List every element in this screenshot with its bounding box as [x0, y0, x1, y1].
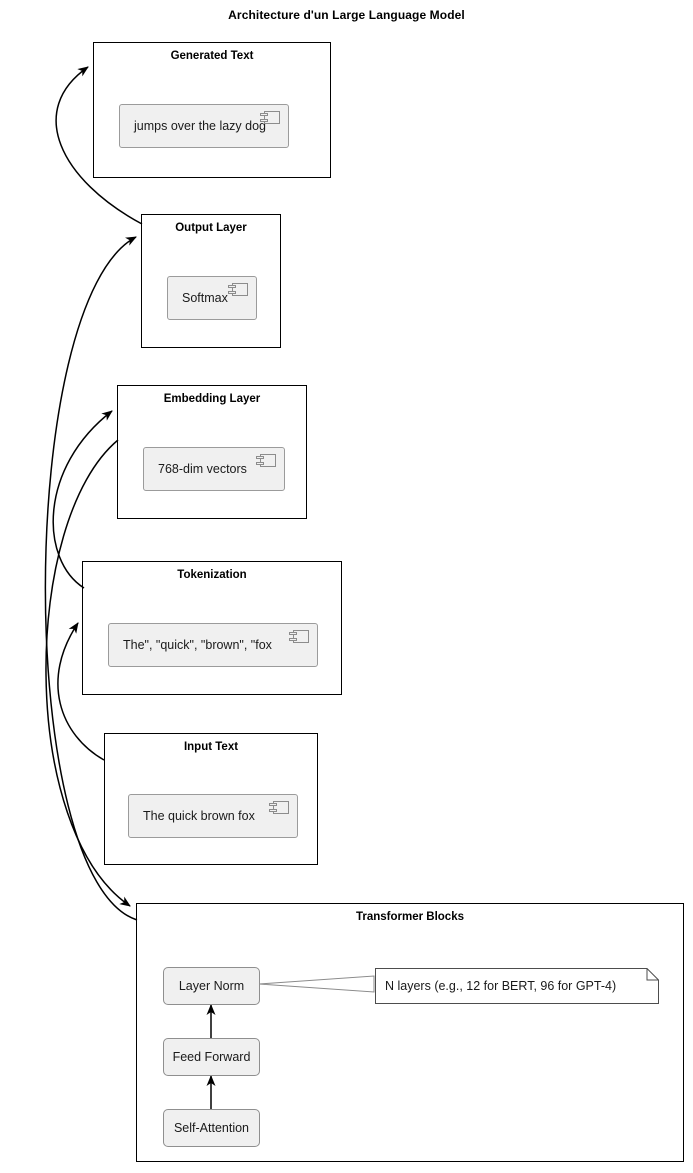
component-tokens[interactable]: The", "quick", "brown", "fox: [108, 623, 318, 667]
component-label: The quick brown fox: [143, 809, 255, 823]
component-softmax[interactable]: Softmax: [167, 276, 257, 320]
note-label: N layers (e.g., 12 for BERT, 96 for GPT-…: [385, 979, 617, 993]
package-tokenization[interactable]: Tokenization The", "quick", "brown", "fo…: [82, 561, 342, 695]
component-label: Softmax: [182, 291, 228, 305]
component-generated-text[interactable]: jumps over the lazy dog: [119, 104, 289, 148]
package-title: Embedding Layer: [163, 393, 261, 405]
uml-component-icon: [260, 111, 280, 124]
package-embedding-layer[interactable]: Embedding Layer 768-dim vectors: [117, 385, 307, 519]
uml-component-icon: [228, 283, 248, 296]
node-layer-norm[interactable]: Layer Norm: [163, 967, 260, 1005]
package-title: Input Text: [183, 741, 239, 753]
package-transformer-blocks[interactable]: Transformer Blocks Layer Norm Feed Forwa…: [136, 903, 684, 1162]
package-output-layer[interactable]: Output Layer Softmax: [141, 214, 281, 348]
node-self-attention[interactable]: Self-Attention: [163, 1109, 260, 1147]
uml-component-icon: [269, 801, 289, 814]
package-title: Generated Text: [170, 50, 254, 62]
uml-component-icon: [256, 454, 276, 467]
component-label: The", "quick", "brown", "fox: [123, 638, 272, 652]
package-title: Tokenization: [177, 569, 247, 581]
package-title: Transformer Blocks: [355, 911, 464, 923]
note-n-layers[interactable]: N layers (e.g., 12 for BERT, 96 for GPT-…: [375, 968, 659, 1004]
component-label: 768-dim vectors: [158, 462, 247, 476]
node-feed-forward[interactable]: Feed Forward: [163, 1038, 260, 1076]
uml-component-icon: [289, 630, 309, 643]
component-input-sentence[interactable]: The quick brown fox: [128, 794, 298, 838]
package-input-text[interactable]: Input Text The quick brown fox: [104, 733, 318, 865]
package-title: Output Layer: [175, 222, 247, 234]
component-embedding-vectors[interactable]: 768-dim vectors: [143, 447, 285, 491]
page-title: Architecture d'un Large Language Model: [228, 8, 465, 22]
package-generated-text[interactable]: Generated Text jumps over the lazy dog: [93, 42, 331, 178]
component-label: jumps over the lazy dog: [134, 119, 267, 133]
note-shape: [375, 968, 659, 1004]
